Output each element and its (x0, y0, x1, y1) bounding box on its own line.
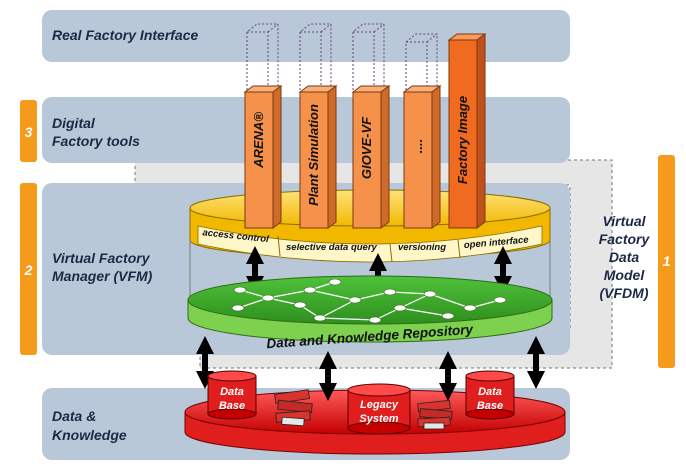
vfm-cylinder-walls (189, 240, 551, 300)
db1-label-line2: Base (219, 400, 245, 412)
band-real-factory-interface (42, 10, 570, 62)
tool-tower-plant-simulation (298, 85, 338, 229)
number-1-label: 1 (663, 253, 671, 269)
vfdm-line-4: Model (604, 267, 646, 283)
function-selective-data-query: selective data query (286, 242, 378, 253)
tool-label-arena: ARENA® (251, 112, 266, 169)
tool-tower-arena (243, 85, 283, 229)
tool-label-more: .... (410, 139, 425, 153)
legacy-label-line1: Legacy (360, 399, 399, 411)
band-label-data-line1: Data & (52, 408, 96, 424)
tool-label-factory-image: Factory Image (455, 96, 470, 184)
band-label-vfm-line2: Manager (VFM) (52, 268, 153, 284)
vfdm-line-1: Virtual (602, 213, 646, 229)
number-bar-3 (20, 100, 37, 162)
number-2-label: 2 (24, 262, 33, 278)
document-stack-1-icon (274, 389, 313, 427)
number-3-label: 3 (25, 124, 33, 140)
database-1 (207, 370, 257, 420)
tool-tower-giove-vf (351, 85, 391, 229)
tool-label-plant-simulation: Plant Simulation (306, 104, 321, 206)
vfdm-line-5: (VFDM) (600, 285, 649, 301)
document-stack-2-icon (417, 399, 453, 430)
vfdm-line-3: Data (609, 249, 640, 265)
function-bar (197, 225, 543, 263)
number-bar-2 (20, 183, 37, 355)
db2-label-line2: Base (477, 400, 503, 412)
number-bar-1 (658, 155, 675, 368)
band-label-vfm-line1: Virtual Factory (52, 250, 151, 266)
legacy-system (347, 383, 411, 435)
network-nodes (231, 278, 507, 324)
band-label-digital-line1: Digital (52, 115, 96, 131)
band-label-real-factory-interface: Real Factory Interface (52, 27, 198, 43)
legacy-label-line2: System (359, 413, 398, 425)
tool-label-giove-vf: GIOVE-VF (359, 116, 374, 179)
db2-label-line1: Data (478, 386, 502, 398)
band-label-digital-line2: Factory tools (52, 133, 140, 149)
db1-label-line1: Data (220, 386, 244, 398)
vfdm-line-2: Factory (599, 231, 651, 247)
function-versioning: versioning (398, 242, 446, 253)
tool-ghost-outlines (246, 23, 438, 90)
tool-tower-more (402, 85, 442, 229)
tool-tower-factory-image (447, 33, 487, 229)
vfdm-label: Virtual Factory Data Model (VFDM) (599, 213, 651, 301)
band-label-data-line2: Knowledge (52, 427, 127, 443)
database-2 (465, 370, 515, 420)
